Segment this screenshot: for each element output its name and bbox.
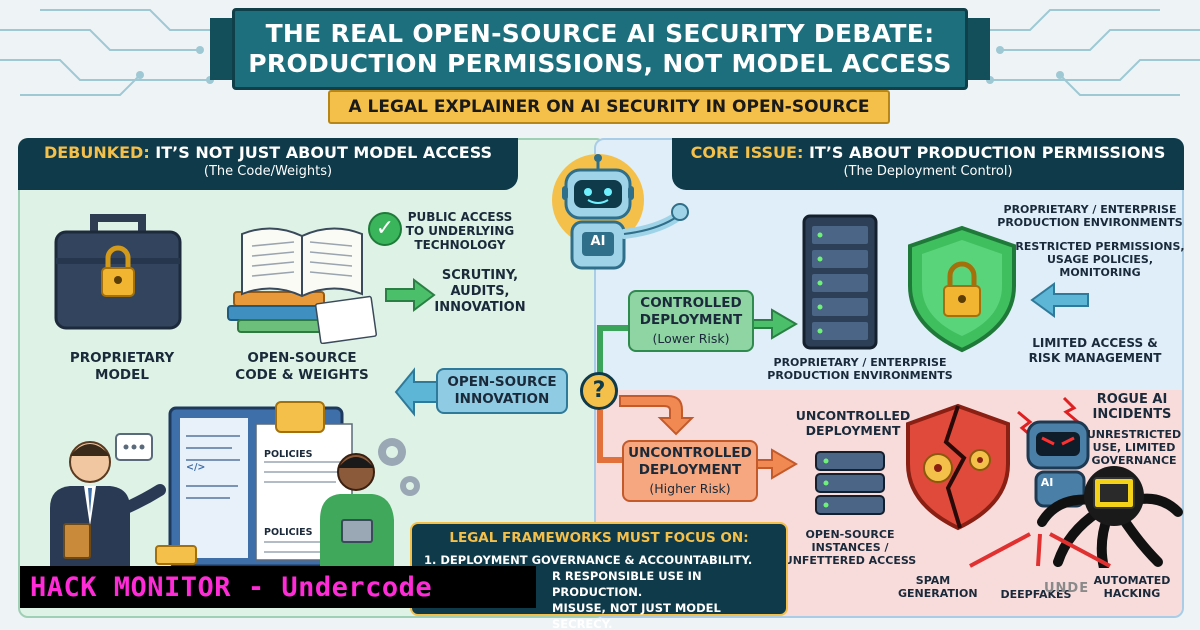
right-heading-accent: Core Issue: <box>690 143 804 162</box>
impact-arrows <box>969 532 1111 568</box>
robot-illustration <box>552 154 689 270</box>
proprietary-model-label: Proprietary Model <box>69 350 175 383</box>
left-heading-text: It’s Not Just About Model Access <box>149 143 493 162</box>
open-source-innovation-pill: Open-Source Innovation <box>436 368 568 414</box>
uncontrolled-deployment-pill: Uncontrolled Deployment (Higher Risk) <box>622 440 758 502</box>
branch-arrows <box>597 308 798 480</box>
arrow-left-blue-icon <box>1030 282 1089 318</box>
right-heading-text: It’s About Production Permissions <box>803 143 1166 162</box>
scrutiny-label: Scrutiny, Audits, Innovation <box>434 268 526 315</box>
open-source-code-label: Open-Source Code & Weights <box>235 350 369 383</box>
briefcase-lock-icon <box>54 214 182 330</box>
legal-item-1: 1. Deployment Governance & Accountabilit… <box>424 553 753 567</box>
automated-hacking-label: Automated Hacking <box>1093 574 1171 600</box>
circuit-decoration-right <box>976 9 1200 96</box>
robot-badge: AI <box>590 234 606 249</box>
people-scene <box>50 401 420 566</box>
arrow-right-icon <box>385 278 436 312</box>
left-panel-heading: Debunked: It’s Not Just About Model Acce… <box>18 138 518 190</box>
woman-with-tablet <box>320 453 394 566</box>
robot-face <box>574 180 622 208</box>
open-source-instances-label: Open-Source Instances / Unfettered Acces… <box>783 528 917 567</box>
server-rack-icon <box>802 214 878 350</box>
watermark-text: UNDE <box>1044 581 1090 596</box>
rogue-ai-label: Rogue AI Incidents <box>1092 392 1172 422</box>
title-line-2: Production Permissions, Not Model Access <box>248 49 952 78</box>
restricted-permissions-label: Restricted Permissions, Usage Policies, … <box>1015 240 1185 279</box>
uncontrolled-deployment-label: Uncontrolled Deployment <box>795 408 911 438</box>
spam-generation-label: Spam Generation <box>898 574 978 600</box>
gear-icon <box>378 438 420 496</box>
legal-frameworks-box: Legal Frameworks Must Focus On: 1. Deplo… <box>410 522 788 630</box>
server-stack-icon <box>815 451 885 515</box>
controlled-deployment-pill: Controlled Deployment (Lower Risk) <box>628 290 754 352</box>
unrestricted-use-label: Unrestricted Use, Limited Governance <box>1086 428 1182 467</box>
code-tag-label: </> <box>186 462 206 473</box>
title-line-1: The Real Open-Source AI Security Debate: <box>265 19 935 48</box>
deepfakes-label: Deepfakes <box>1000 588 1072 601</box>
legal-item-2: r Responsible Use in Production. <box>552 569 702 599</box>
right-panel-heading: Core Issue: It’s About Production Permis… <box>672 138 1184 190</box>
subtitle: A Legal Explainer on AI Security in Open… <box>348 97 870 117</box>
shield-lock-icon <box>908 225 1016 353</box>
left-heading-accent: Debunked: <box>43 143 150 162</box>
title-banner: The Real Open-Source AI Security Debate:… <box>232 8 968 90</box>
limited-access-label: Limited Access & Risk Management <box>1028 336 1162 365</box>
right-heading-sub: (The Deployment Control) <box>843 164 1013 179</box>
policies-doc-label-2: POLICIES <box>264 527 313 538</box>
legal-item-3: Misuse, Not Just Model Secrecy. <box>552 601 721 630</box>
public-access-label: Public Access to Underlying Technology <box>405 210 515 252</box>
question-mark-icon: ? <box>580 372 618 410</box>
hack-monitor-text: HACK MONITOR - Undercode <box>30 571 433 603</box>
hack-monitor-banner: HACK MONITOR - Undercode <box>20 566 536 608</box>
legal-frameworks-title: Legal Frameworks Must Focus On: <box>449 530 749 546</box>
left-heading-sub: (The Code/Weights) <box>203 164 333 179</box>
broken-shield-icon <box>906 403 1010 531</box>
man-presenter <box>50 441 166 566</box>
proprietary-env-bottom-label: Proprietary / Enterprise Production Envi… <box>767 356 953 382</box>
policies-doc-label-1: POLICIES <box>264 449 313 460</box>
subtitle-banner: A Legal Explainer on AI Security in Open… <box>328 90 890 124</box>
open-book-icon <box>227 227 378 344</box>
proprietary-env-top-label: Proprietary / Enterprise Production Envi… <box>997 203 1183 229</box>
checkmark-icon: ✓ <box>368 212 402 246</box>
rogue-ai-badge: AI <box>1040 476 1054 489</box>
